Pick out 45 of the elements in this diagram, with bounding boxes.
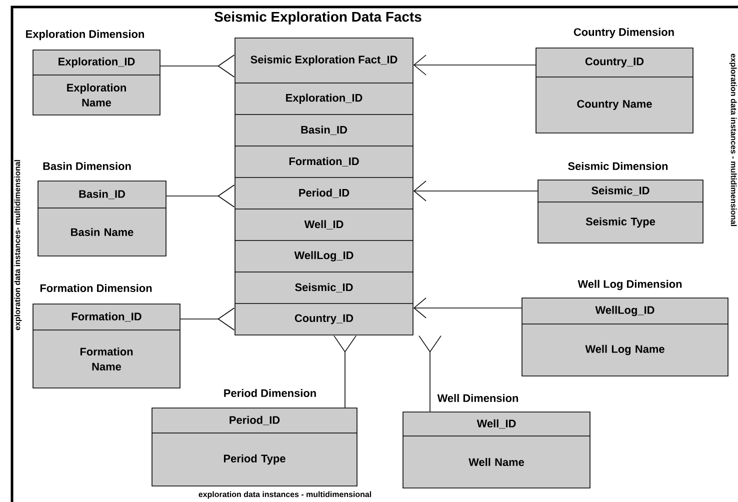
node-label: Period_ID — [230, 416, 280, 426]
node-label: Exploration_ID — [286, 94, 362, 104]
dimension-table: Period_ID Period Type — [152, 408, 358, 486]
node-label: Well Name — [468, 458, 524, 466]
dimension-table: Exploration_ID Exploration Name — [32, 50, 160, 116]
table-heading: Well Log Dimension — [578, 280, 682, 290]
dimension-table: Basin_ID Basin Name — [38, 180, 166, 256]
node-label: Basin_ID — [79, 190, 125, 200]
node-label: Seismic_ID — [295, 283, 353, 292]
table-heading: Basin Dimension — [43, 162, 131, 170]
node-label: Country_ID — [585, 58, 644, 68]
node-label: WellLog_ID — [595, 306, 654, 316]
fact-table: Seismic Exploration Fact_ID Exploration_ID Basin_ID Formation_ID Period_ID Well_ID WellLog_ID Seismic_ID Country_ID — [234, 38, 414, 336]
table-heading: Formation Dimension — [40, 284, 152, 292]
table-heading: Period Dimension — [224, 388, 316, 398]
node-label: Country_ID — [294, 314, 354, 324]
connector — [160, 54, 235, 78]
connector — [413, 180, 538, 202]
node-label: Period_ID — [299, 188, 350, 198]
dimension-table: Well_ID Well Name — [402, 412, 590, 488]
table-heading: Exploration Dimension — [26, 30, 144, 40]
dimension-table: Formation_ID Formation Name — [32, 304, 180, 388]
node-label: Country Name — [577, 100, 652, 110]
dimension-table: WellLog_ID Well Log Name — [522, 298, 728, 376]
node-label: Formation_ID — [289, 157, 359, 166]
node-label: Well_ID — [476, 419, 516, 429]
dimension-table: Country_ID Country Name — [536, 48, 694, 134]
node-label: Period Type — [224, 454, 286, 465]
connector — [166, 184, 235, 208]
connector — [413, 298, 522, 318]
connector — [180, 308, 235, 330]
node-label: WellLog_ID — [294, 251, 354, 262]
dimension-table: Seismic_ID Seismic Type — [538, 180, 704, 244]
node-label: Seismic Exploration Fact_ID — [250, 55, 398, 66]
table-heading: Well Dimension — [437, 394, 518, 402]
connector — [418, 335, 442, 412]
node-label: Basin Name — [71, 228, 134, 236]
connector — [413, 54, 536, 76]
table-heading: Country Dimension — [574, 28, 674, 38]
node-label: Basin_ID — [301, 126, 347, 135]
table-heading: Seismic Exploration Data Facts — [214, 12, 422, 24]
node-label: Well_ID — [304, 220, 344, 230]
table-heading: Seismic Dimension — [568, 162, 668, 170]
node-label: Well Log Name — [585, 344, 664, 356]
connector — [334, 335, 356, 408]
